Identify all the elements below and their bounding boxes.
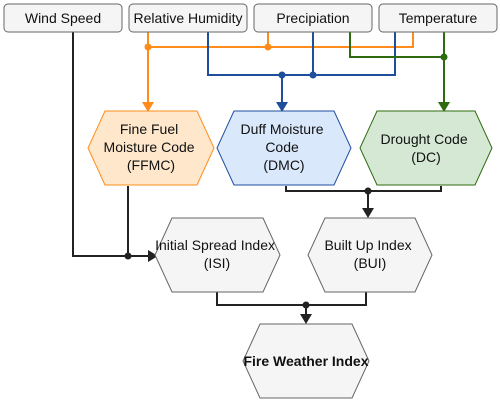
wire-isi-bui-to-fwi <box>216 289 367 306</box>
isi-arrowhead <box>148 250 158 262</box>
bui-junction-dot <box>364 187 372 195</box>
wire-wind-to-isi <box>72 32 150 257</box>
input-label: Wind Speed <box>25 10 101 26</box>
ffmc-inputs-connector <box>142 32 414 112</box>
node-dc: Drought Code (DC) <box>359 110 493 186</box>
node-label: Drought Code (DC) <box>380 131 471 165</box>
node-bui: Built Up Index (BUI) <box>307 217 433 293</box>
input-label: Precipiation <box>276 10 349 26</box>
node-label: Fine Fuel Moisture Code (FFMC) <box>104 121 199 173</box>
ffmc-junction-dot <box>264 43 272 51</box>
node-ffmc: Fine Fuel Moisture Code (FFMC) <box>87 110 215 186</box>
dmc-junction-dot <box>309 71 317 79</box>
dmc-inputs-connector <box>207 32 396 112</box>
node-label: Initial Spread Index (ISI) <box>155 237 279 271</box>
node-dmc: Duff Moisture Code (DMC) <box>216 110 352 186</box>
ffmc-junction-dot <box>144 43 152 51</box>
node-isi: Initial Spread Index (ISI) <box>154 217 281 293</box>
wire-green-bus <box>349 32 444 58</box>
wire-temp-to-blue <box>282 32 396 76</box>
input-label: Temperature <box>399 10 478 26</box>
dc-junction-dot <box>440 53 448 61</box>
node-label: Duff Moisture Code (DMC) <box>241 121 328 173</box>
input-temperature: Temperature <box>378 3 498 33</box>
input-label: Relative Humidity <box>134 10 243 26</box>
wire-dmc-dc-to-bui <box>285 186 442 192</box>
ffmc-arrowhead <box>142 102 154 112</box>
wire-blue-bus <box>207 32 283 104</box>
wire-orange-bus <box>148 32 414 48</box>
dc-arrowhead <box>438 102 450 112</box>
fwi-junction-dot <box>302 301 310 309</box>
bui-arrowhead <box>362 208 374 218</box>
index-connectors <box>72 32 442 324</box>
node-label: Built Up Index (BUI) <box>324 237 415 271</box>
dmc-junction-dot <box>278 71 286 79</box>
dmc-arrowhead <box>276 102 288 112</box>
node-label: Fire Weather Index <box>243 353 368 369</box>
input-precipitation: Precipiation <box>253 3 373 33</box>
node-fwi: Fire Weather Index <box>242 323 370 399</box>
isi-junction-dot <box>124 252 132 260</box>
dc-inputs-connector <box>349 32 450 112</box>
input-wind-speed: Wind Speed <box>3 3 123 33</box>
fwi-arrowhead <box>300 314 312 324</box>
input-relative-humidity: Relative Humidity <box>128 3 248 33</box>
